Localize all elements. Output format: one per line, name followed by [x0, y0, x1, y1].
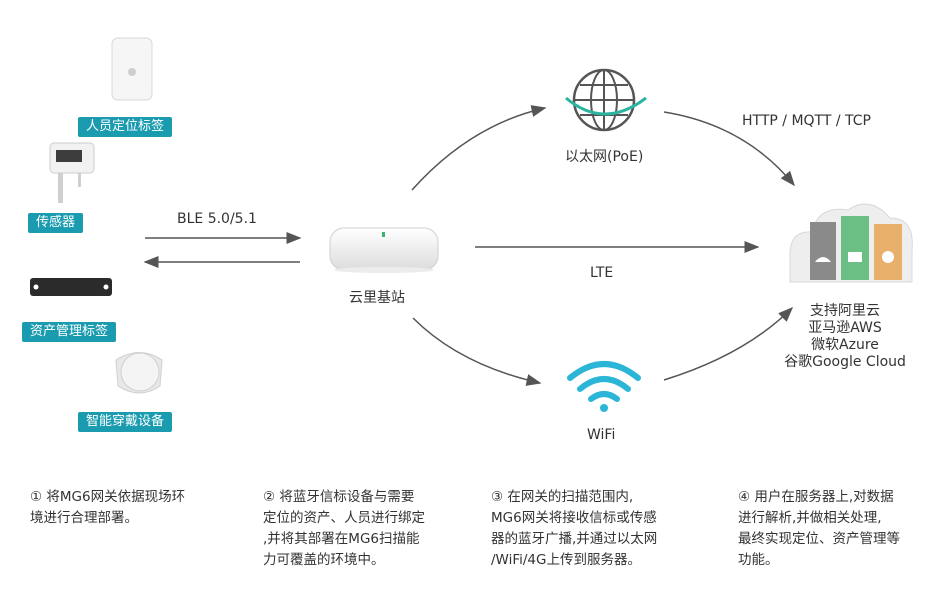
sensor-device: [49, 142, 95, 203]
step-line: /WiFi/4G上传到服务器。: [491, 552, 641, 568]
tag-wearable: 智能穿戴设备: [78, 412, 173, 432]
cloud-provider-line: 微软Azure: [811, 337, 879, 353]
step-line: 力可覆盖的环境中。: [263, 552, 385, 568]
step-line: 定位的资产、人员进行绑定: [263, 510, 425, 526]
step-line: 器的蓝牙广播,并通过以太网: [491, 531, 658, 547]
label-ethernet: 以太网(PoE): [565, 149, 644, 165]
label-protocols: HTTP / MQTT / TCP: [742, 113, 871, 129]
step-line: 功能。: [738, 552, 779, 568]
gateway-device: [329, 227, 439, 273]
label-gateway: 云里基站: [349, 290, 405, 306]
label-lte: LTE: [590, 265, 614, 281]
step-line: 最终实现定位、资产管理等: [738, 531, 900, 547]
step-line: ② 将蓝牙信标设备与需要: [263, 489, 415, 505]
step-line: ④ 用户在服务器上,对数据: [738, 489, 894, 505]
tag-sensor: 传感器: [28, 213, 84, 233]
cloud-provider-line: 亚马逊AWS: [808, 320, 882, 336]
cloud-providers: 支持阿里云 亚马逊AWS 微软Azure 谷歌Google Cloud: [770, 303, 920, 371]
step-line: ① 将MG6网关依据现场环: [30, 489, 186, 505]
globe-icon: [565, 68, 647, 132]
step-line: ③ 在网关的扫描范围内,: [491, 489, 634, 505]
step-line: 境进行合理部署。: [30, 510, 138, 526]
label-wifi: WiFi: [587, 427, 616, 443]
step-line: ,并将其部署在MG6扫描能: [263, 531, 420, 547]
personnel-tag-device: [111, 37, 153, 101]
label-ble: BLE 5.0/5.1: [177, 211, 257, 227]
step-3: ③ 在网关的扫描范围内, MG6网关将接收信标或传感 器的蓝牙广播,并通过以太网…: [491, 487, 657, 571]
tag-asset: 资产管理标签: [22, 322, 117, 342]
asset-tag-device: [30, 278, 112, 296]
wifi-icon: [567, 361, 641, 412]
tag-personnel: 人员定位标签: [78, 117, 173, 137]
step-line: MG6网关将接收信标或传感: [491, 510, 657, 526]
step-2: ② 将蓝牙信标设备与需要 定位的资产、人员进行绑定 ,并将其部署在MG6扫描能 …: [263, 487, 425, 571]
wearable-device: [115, 352, 163, 394]
cloud-provider-line: 支持阿里云: [810, 303, 880, 319]
cloud-server-icon: [789, 203, 913, 283]
step-4: ④ 用户在服务器上,对数据 进行解析,并做相关处理, 最终实现定位、资产管理等 …: [738, 487, 900, 571]
cloud-provider-line: 谷歌Google Cloud: [784, 354, 906, 370]
step-1: ① 将MG6网关依据现场环 境进行合理部署。: [30, 487, 185, 529]
step-line: 进行解析,并做相关处理,: [738, 510, 882, 526]
